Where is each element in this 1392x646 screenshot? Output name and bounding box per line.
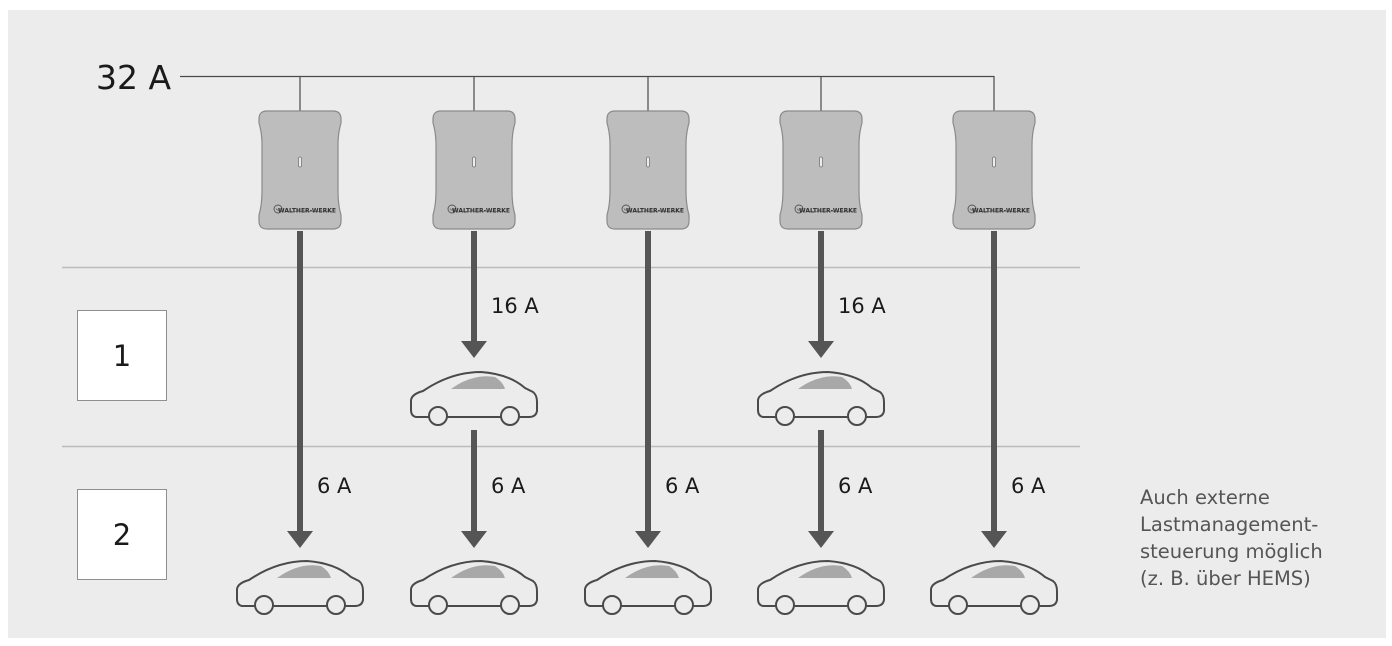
step-2-car-icon bbox=[236, 560, 364, 615]
step-2-arrow bbox=[981, 231, 1007, 548]
note-line: steuerung möglich bbox=[1140, 540, 1323, 563]
wallbox-brand-label: WALTHER-WERKE bbox=[626, 208, 684, 215]
step-1-box: 1 bbox=[77, 310, 167, 401]
note-line: Auch externe bbox=[1140, 486, 1270, 509]
step-2-arrow bbox=[287, 231, 313, 548]
wallbox-brand-label: WALTHER-WERKE bbox=[452, 208, 510, 215]
wallbox: WALTHER-WERKE bbox=[606, 110, 690, 230]
diagram-panel bbox=[8, 10, 1386, 638]
step-2-current-label: 6 A bbox=[491, 474, 526, 498]
note-line: (z. B. über HEMS) bbox=[1140, 567, 1311, 590]
wallbox: WALTHER-WERKE bbox=[432, 110, 516, 230]
note-line: Lastmanagement- bbox=[1140, 513, 1319, 536]
step-2-car-icon bbox=[584, 560, 712, 615]
wallbox: WALTHER-WERKE bbox=[779, 110, 863, 230]
supply-current-label: 32 A bbox=[96, 58, 172, 97]
step-2-car-icon bbox=[930, 560, 1058, 615]
step-2-arrow bbox=[461, 430, 487, 548]
step-1-current-label: 16 A bbox=[491, 294, 539, 318]
step-2-current-label: 6 A bbox=[665, 474, 700, 498]
step-1-car-icon bbox=[410, 371, 538, 426]
wallbox-brand-label: WALTHER-WERKE bbox=[972, 208, 1030, 215]
step-1-car-icon bbox=[757, 371, 885, 426]
step-2-current-label: 6 A bbox=[1011, 474, 1046, 498]
step-1-arrow bbox=[461, 231, 487, 358]
step-1-arrow bbox=[808, 231, 834, 358]
wallbox-brand-label: WALTHER-WERKE bbox=[278, 208, 336, 215]
step-2-arrow bbox=[635, 231, 661, 548]
step-2-current-label: 6 A bbox=[838, 474, 873, 498]
step-2-box: 2 bbox=[77, 489, 167, 580]
step-2-car-icon bbox=[410, 560, 538, 615]
step-2-current-label: 6 A bbox=[317, 474, 352, 498]
wallbox: WALTHER-WERKE bbox=[258, 110, 342, 230]
external-load-management-note: Auch externe Lastmanagement- steuerung m… bbox=[1140, 484, 1380, 592]
step-1-current-label: 16 A bbox=[838, 294, 886, 318]
wallbox-brand-label: WALTHER-WERKE bbox=[799, 208, 857, 215]
step-2-arrow bbox=[808, 430, 834, 548]
wallbox: WALTHER-WERKE bbox=[952, 110, 1036, 230]
step-2-car-icon bbox=[757, 560, 885, 615]
